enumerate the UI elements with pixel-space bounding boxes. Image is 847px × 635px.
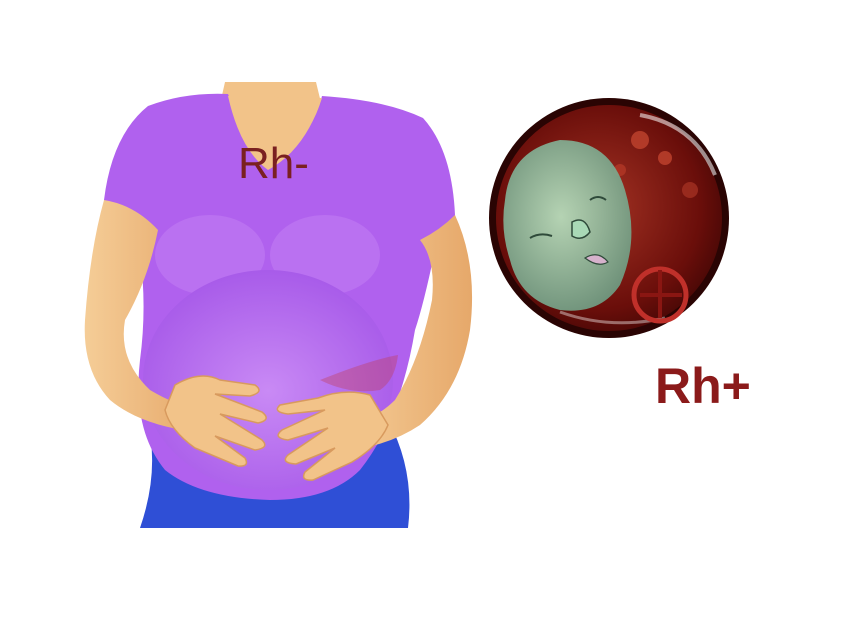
blood-cell (658, 151, 672, 165)
right-arm (342, 215, 473, 450)
umbilical-cord (631, 266, 689, 324)
baby-mouth (583, 254, 609, 265)
left-arm (84, 200, 200, 432)
bubble-reflection (639, 113, 717, 176)
blood-cell (682, 182, 698, 198)
blood-cell (631, 131, 649, 149)
fetus-bubble (489, 98, 729, 338)
umbilical-cord (640, 270, 682, 318)
baby-eye-right (589, 196, 607, 201)
labels: Rh- Rh+ (238, 139, 751, 414)
mother-rh-label: Rh- (238, 139, 309, 188)
neckline (228, 96, 322, 170)
right-hand (276, 391, 389, 481)
left-hand (164, 375, 267, 467)
baby-rh-label: Rh+ (655, 358, 751, 414)
baby-face (503, 140, 632, 311)
baby-nose (571, 219, 591, 239)
pregnant-woman (84, 82, 473, 528)
baby-eye-left (529, 233, 553, 239)
belly-highlight (320, 355, 398, 392)
